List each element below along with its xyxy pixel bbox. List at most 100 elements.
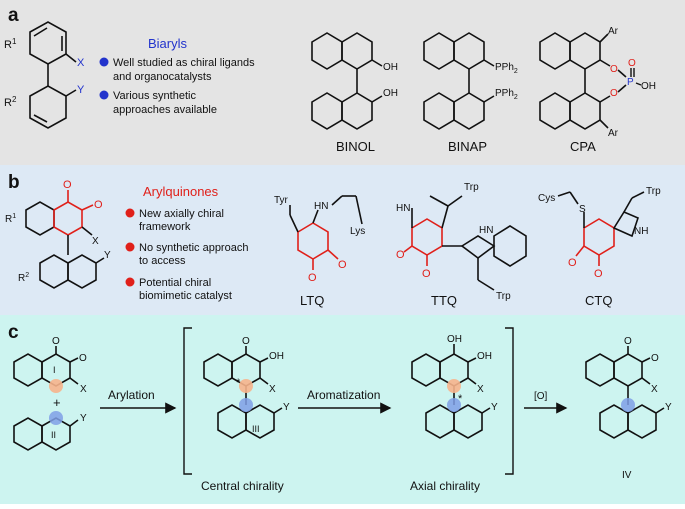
quinone-o-top: O [63,179,72,191]
highlight-blue-4 [621,398,635,412]
cpa-p-bonds [630,68,642,86]
intermediate-oh: OH [269,351,284,362]
caption-axial-chirality: Axial chirality [410,479,480,493]
ctq-structure [557,191,645,266]
intermediate-y: Y [283,402,290,413]
axial-oh-right: OH [477,351,492,362]
panel-a-background [0,0,685,165]
ttq-o-bottom: O [422,268,431,280]
bullet-dot-b3 [125,277,135,287]
panel-c-label: c [8,322,19,343]
cpa-o-bottom: O [610,88,618,99]
bracket-right [505,327,514,475]
roman-I: I [53,365,56,375]
panel-a-label: a [8,5,19,26]
ltq-o-left: O [308,272,317,284]
roman-IV: IV [622,470,632,481]
ttq-o-left: O [396,249,405,261]
product-o-right: O [651,353,659,364]
plus-sign: + [53,395,61,410]
product-o-top: O [624,336,632,347]
binap-pph2-top: PPh2 [495,62,518,75]
substituent-r1-b: R1 [5,213,16,225]
ttq-trp-top: Trp [464,182,479,193]
ctq-cys: Cys [538,193,555,204]
aromatization-label: Aromatization [307,388,380,402]
quinone-o-right: O [94,199,103,211]
naphthoquinone-I-structure [13,346,79,387]
roman-II: II [51,430,56,440]
bullet-a1-line2: and organocatalysts [113,71,212,83]
axial-x: X [477,384,484,395]
cpa-ar-bottom: Ar [608,128,619,139]
substituent-x-a: X [77,57,85,69]
highlight-orange-2 [239,379,253,393]
product-IV-structure [585,346,665,439]
quinone-I-x: X [80,384,87,395]
ltq-structure [289,195,363,270]
binap-structure [423,32,495,130]
binap-pph2-bottom: PPh2 [495,88,518,101]
ltq-name: LTQ [300,293,324,308]
panel-c-background [0,315,685,504]
cpa-ar-top: Ar [608,26,619,37]
cpa-p: P [627,77,634,88]
panel-b-label: b [8,172,20,193]
cpa-structure [539,32,627,130]
substituent-x-b: X [92,236,99,247]
generic-arylquinone-structure [25,190,105,289]
product-x: X [651,384,658,395]
bullet-b2-line1: No synthetic approach [139,242,248,254]
quinone-I-o-top: O [52,336,60,347]
bullet-dot-a2 [99,90,109,100]
ltq-o-right: O [338,259,347,271]
ltq-tyr: Tyr [274,195,289,206]
substituent-r1-a: R1 [4,37,17,51]
axial-star: * [458,393,463,405]
axial-y: Y [491,402,498,413]
panel-b-background [0,165,685,315]
ctq-name: CTQ [585,293,612,308]
naphthalene-II-y: Y [80,413,87,424]
substituent-y-b: Y [104,250,111,261]
cpa-o-top: O [610,64,618,75]
cpa-name: CPA [570,139,596,154]
bullet-b3-line1: Potential chiral [139,277,211,289]
substituent-r2-b: R2 [18,272,29,284]
highlight-orange-1 [49,379,63,393]
generic-biaryl-structure [29,21,77,129]
highlight-blue-3 [447,398,461,412]
substituent-y-a: Y [77,84,85,96]
highlight-orange-3 [447,379,461,393]
axial-oh-top: OH [447,334,462,345]
ltq-hn: HN [314,201,328,212]
cpa-o-double: O [628,58,636,69]
ttq-name: TTQ [431,293,457,308]
ltq-lys: Lys [350,226,365,237]
substituent-r2-a: R2 [4,95,17,109]
binol-structure [311,32,383,130]
ttq-hn-left: HN [396,203,410,214]
bullet-a1-line1: Well studied as chiral ligands [113,57,255,69]
ttq-hn-right: HN [479,225,493,236]
bullet-dot-a1 [99,57,109,67]
intermediate-o-top: O [242,336,250,347]
ctq-nh: NH [634,226,648,237]
oxidation-label: [O] [534,391,548,402]
ctq-o-left: O [568,257,577,269]
caption-central-chirality: Central chirality [201,479,284,493]
bracket-left [183,327,192,475]
binol-name: BINOL [336,139,375,154]
arylation-label: Arylation [108,388,155,402]
intermediate-star: * [236,377,241,389]
biaryls-title: Biaryls [148,36,188,51]
ttq-structure [403,195,527,291]
ttq-trp-bottom: Trp [496,291,511,302]
cpa-oh: OH [641,81,656,92]
bullet-dot-b1 [125,208,135,218]
ctq-s: S [579,204,586,215]
bullet-a2-line2: approaches available [113,104,217,116]
bullet-b1-line1: New axially chiral [139,208,224,220]
